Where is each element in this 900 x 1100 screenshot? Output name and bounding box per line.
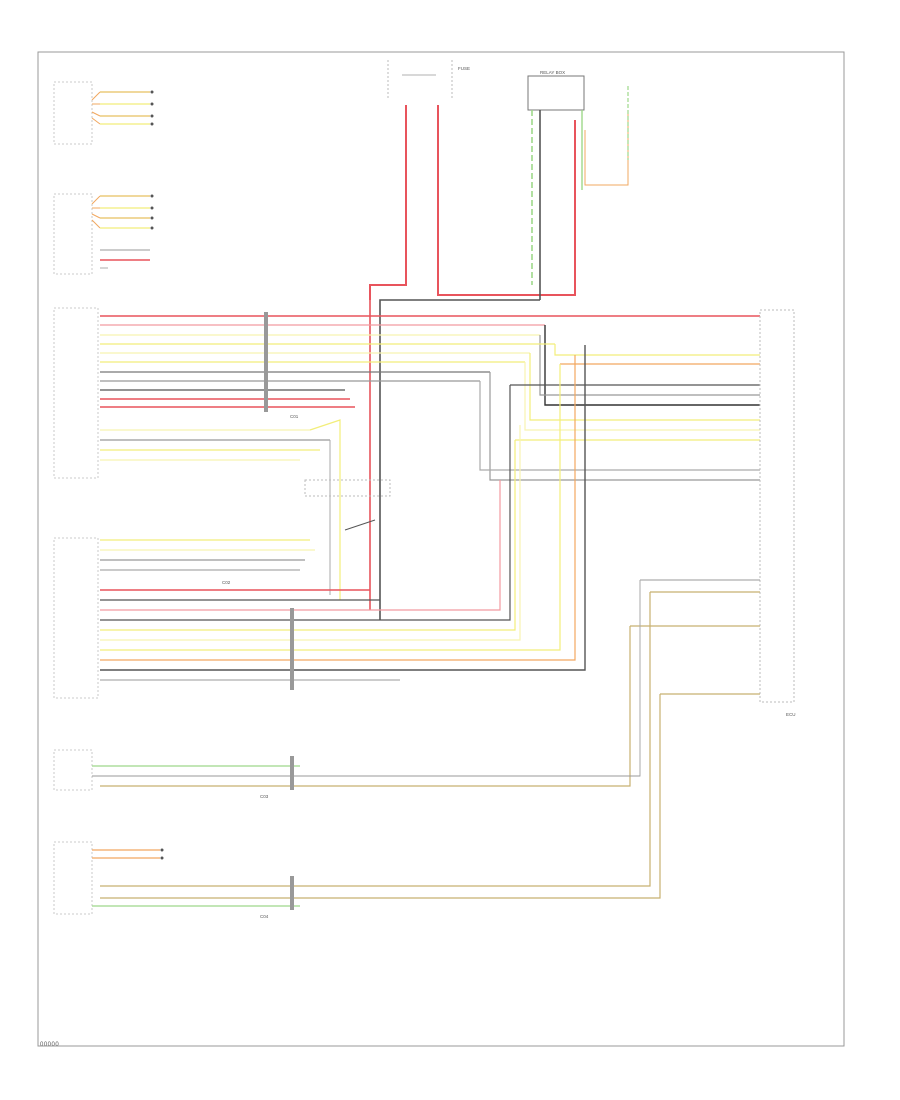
top-left-connector-2 xyxy=(91,194,154,269)
connector-markers xyxy=(264,312,294,910)
connector-c01-label: C01 xyxy=(290,414,299,419)
relay-box xyxy=(379,75,629,620)
figure-code: 00000 xyxy=(40,1042,60,1048)
connector-c02-label: C02 xyxy=(222,580,231,585)
diagram-border xyxy=(37,51,845,1047)
bottom-harness-1 xyxy=(92,765,640,777)
power-feed xyxy=(369,60,576,610)
right-door-harness xyxy=(100,345,586,681)
right-module-connector xyxy=(100,309,795,899)
main-harness xyxy=(100,315,760,481)
connector-c04-label: C04 xyxy=(260,914,269,919)
left-components xyxy=(53,81,99,915)
ecu-label: ECU xyxy=(786,712,796,717)
left-door-harness xyxy=(100,419,341,600)
relay-box-label: RELAY BOX xyxy=(540,70,565,75)
bottom-harness-2 xyxy=(92,848,300,907)
connector-c03-label: C03 xyxy=(260,794,269,799)
fuse-label: FUSE xyxy=(458,66,470,71)
junction-block xyxy=(304,479,391,531)
top-left-connector-1 xyxy=(91,90,154,126)
